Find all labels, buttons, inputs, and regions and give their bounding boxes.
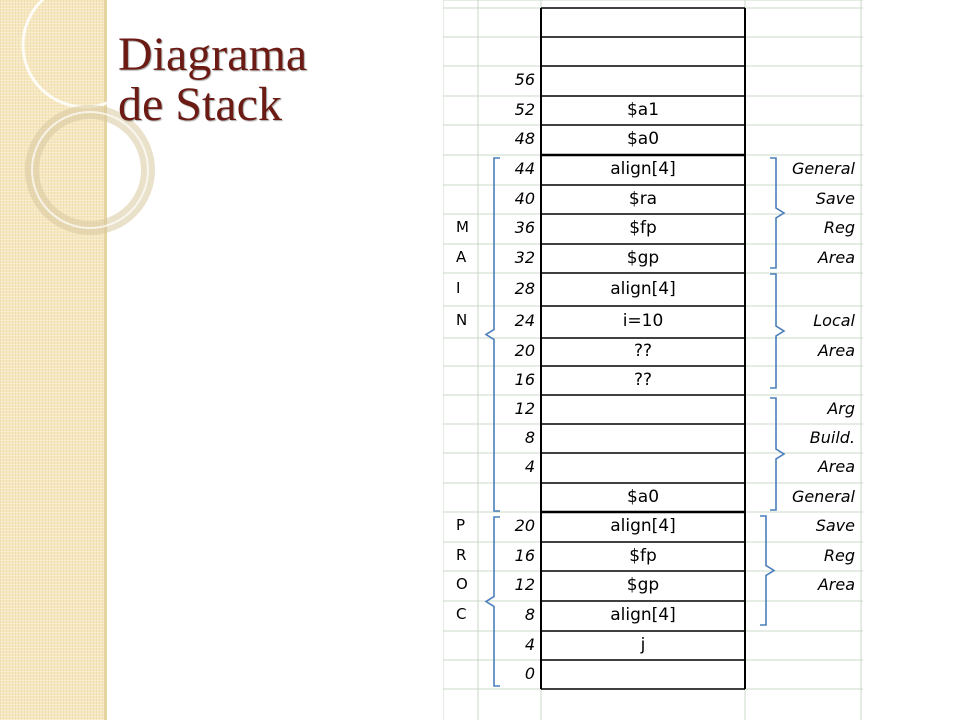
stack-cell-value: i=10	[622, 311, 664, 331]
main-frame-letter: N	[456, 311, 468, 329]
page-title: Diagrama de Stack	[118, 30, 307, 130]
area-label: Save	[815, 516, 855, 535]
stack-cell-value: $fp	[629, 218, 657, 238]
stack-offset: 8	[524, 605, 535, 624]
stack-offset: 40	[514, 188, 535, 208]
area-label: Save	[815, 188, 855, 208]
proc-frame-letter: R	[456, 545, 467, 564]
area-label: Area	[817, 575, 855, 594]
proc-frame-bracket	[484, 516, 500, 687]
proc-general-save-reg-bracket	[760, 515, 776, 626]
stack-offset: 28	[514, 278, 535, 298]
side-band-edge	[104, 0, 107, 720]
proc-frame-letter: C	[456, 605, 467, 623]
stack-offset: 4	[524, 457, 535, 476]
stack-cell-value: align[4]	[610, 516, 676, 536]
stack-offset: 52	[514, 99, 535, 119]
main-arg-build-bracket	[770, 397, 786, 511]
stack-cell-value: $a0	[626, 129, 660, 149]
stack-cell-value: align[4]	[610, 159, 676, 179]
area-label: Arg	[827, 398, 855, 418]
area-label: General	[791, 486, 855, 506]
stack-offset: 16	[514, 545, 535, 565]
area-label: Reg	[823, 218, 855, 237]
area-label: Build.	[809, 427, 855, 447]
spreadsheet-grid	[443, 0, 863, 720]
main-frame-bracket	[484, 157, 500, 512]
stack-offset: 8	[524, 427, 535, 447]
stack-cell-value: $a0	[626, 486, 660, 507]
stack-offset: 32	[514, 247, 535, 267]
stack-offset: 44	[514, 159, 535, 178]
stack-cell-value: align[4]	[610, 605, 676, 625]
stack-offset: 56	[514, 70, 535, 89]
stack-offset: 16	[514, 369, 535, 389]
stack-offset: 36	[514, 218, 535, 237]
stack-offset: 48	[514, 129, 535, 148]
stack-offset: 12	[514, 575, 535, 594]
main-general-save-reg-bracket	[770, 157, 786, 269]
main-frame-letter: A	[456, 247, 467, 266]
proc-frame-letter: O	[456, 575, 468, 593]
stack-cell-value: align[4]	[610, 278, 676, 299]
stack-cell-value: ??	[633, 341, 653, 361]
main-frame-letter: M	[456, 218, 469, 236]
stack-cell-value: $fp	[629, 545, 657, 566]
stack-cell-value: $gp	[626, 575, 660, 595]
area-label: Local	[813, 311, 855, 330]
area-label: Reg	[823, 545, 855, 565]
title-line-1: Diagrama	[118, 28, 308, 81]
stack-offset: 20	[514, 516, 535, 535]
area-label: Area	[817, 341, 855, 360]
stack-cell-value: j	[640, 634, 646, 655]
area-label: Area	[817, 457, 855, 476]
main-frame-letter: I	[456, 278, 461, 297]
main-local-area-bracket	[770, 273, 786, 389]
area-label: General	[791, 159, 855, 178]
proc-frame-letter: P	[456, 516, 466, 534]
stack-offset: 0	[524, 663, 535, 683]
stack-offset: 20	[514, 341, 535, 360]
stack-offset: 12	[514, 398, 535, 418]
stack-cell-value: $ra	[628, 188, 658, 209]
stack-offset: 24	[514, 311, 535, 330]
stack-cell-value: $gp	[626, 247, 660, 268]
stack-cell-value: ??	[633, 369, 653, 390]
title-line-2: de Stack	[118, 78, 282, 131]
stack-cell-value: $a1	[626, 99, 660, 120]
decorative-circles	[21, 0, 155, 235]
stack-offset: 4	[524, 634, 535, 654]
area-label: Area	[817, 247, 855, 267]
